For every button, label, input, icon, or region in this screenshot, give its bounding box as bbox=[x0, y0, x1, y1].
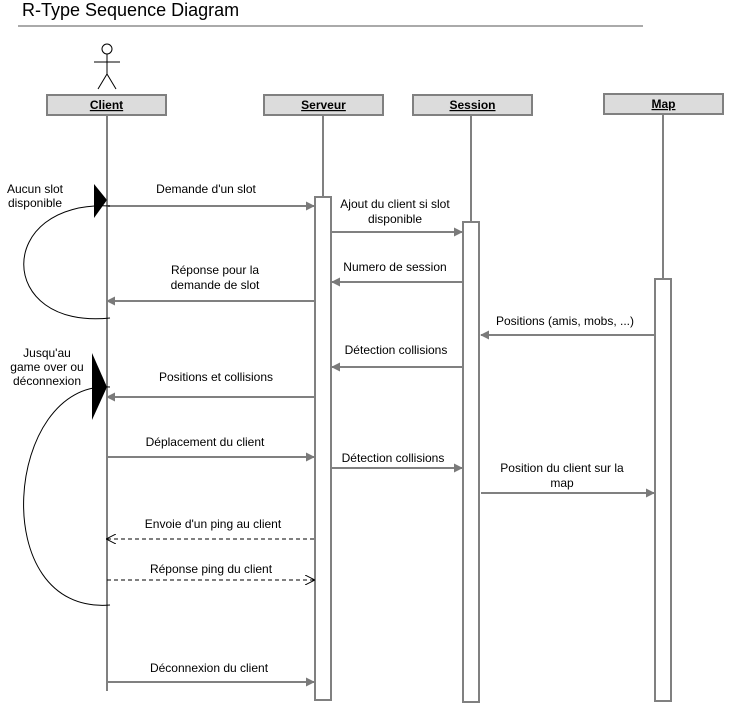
loop-loop2-label-1: game over ou bbox=[10, 360, 83, 374]
message-m4-label-1: demande de slot bbox=[171, 278, 260, 292]
message-m12-label-0: Réponse ping du client bbox=[150, 562, 273, 576]
loop-loop2-label-2: déconnexion bbox=[13, 374, 81, 388]
message-m12: Réponse ping du client bbox=[107, 562, 314, 580]
message-m8-label-0: Déplacement du client bbox=[146, 435, 265, 449]
loop-loop2-label-0: Jusqu'au bbox=[23, 346, 71, 360]
message-m13: Déconnexion du client bbox=[107, 661, 315, 687]
message-m2-label-0: Ajout du client si slot bbox=[340, 197, 450, 211]
message-m8: Déplacement du client bbox=[107, 435, 315, 462]
message-m3: Numero de session bbox=[331, 260, 462, 287]
actor-icon bbox=[94, 43, 120, 90]
participant-map-label: Map bbox=[652, 97, 676, 111]
message-m11: Envoie d'un ping au client bbox=[107, 517, 314, 539]
message-m10-label-1: map bbox=[550, 476, 574, 490]
message-m11-label-0: Envoie d'un ping au client bbox=[145, 517, 282, 531]
participant-serveur-box bbox=[263, 94, 384, 116]
participant-client-label: Client bbox=[90, 98, 123, 112]
message-m5: Positions (amis, mobs, ...) bbox=[480, 314, 654, 340]
loop-loop1-curve bbox=[23, 205, 111, 320]
message-m2-label-1: disponible bbox=[368, 212, 422, 226]
message-m4-label-0: Réponse pour la bbox=[171, 263, 259, 277]
message-m13-label-0: Déconnexion du client bbox=[150, 661, 269, 675]
diagram-title: R-Type Sequence Diagram bbox=[22, 0, 239, 20]
message-m1: Demande d'un slot bbox=[107, 182, 315, 211]
message-m9-label-0: Détection collisions bbox=[342, 451, 445, 465]
message-m5-label-0: Positions (amis, mobs, ...) bbox=[496, 314, 634, 328]
loop-loop2-arrowhead bbox=[92, 353, 107, 420]
message-m7: Positions et collisions bbox=[106, 370, 314, 402]
participant-client-box bbox=[46, 94, 167, 116]
message-m7-label-0: Positions et collisions bbox=[159, 370, 273, 384]
activation-serveur bbox=[314, 196, 332, 701]
participant-map-box bbox=[603, 93, 724, 115]
message-m10-label-0: Position du client sur la bbox=[500, 461, 624, 475]
message-m9: Détection collisions bbox=[332, 451, 463, 473]
message-m3-label-0: Numero de session bbox=[343, 260, 446, 274]
loop-loop1-label-0: Aucun slot bbox=[7, 182, 64, 196]
participant-serveur: Serveur bbox=[263, 94, 384, 116]
activation-map bbox=[654, 278, 672, 702]
participant-session-box bbox=[412, 94, 533, 116]
participant-map: Map bbox=[603, 93, 724, 115]
message-m1-label-0: Demande d'un slot bbox=[156, 182, 256, 196]
participant-session: Session bbox=[412, 94, 533, 116]
loop-loop2-curve bbox=[23, 386, 111, 606]
participant-session-label: Session bbox=[449, 98, 495, 112]
message-m6-label-0: Détection collisions bbox=[345, 343, 448, 357]
message-m6: Détection collisions bbox=[331, 343, 462, 372]
participant-client: Client bbox=[46, 94, 167, 116]
participant-serveur-label: Serveur bbox=[301, 98, 346, 112]
activation-session bbox=[462, 221, 480, 703]
loop-loop1-arrowhead bbox=[94, 184, 107, 218]
loop-loop1-label-1: disponible bbox=[8, 196, 62, 210]
